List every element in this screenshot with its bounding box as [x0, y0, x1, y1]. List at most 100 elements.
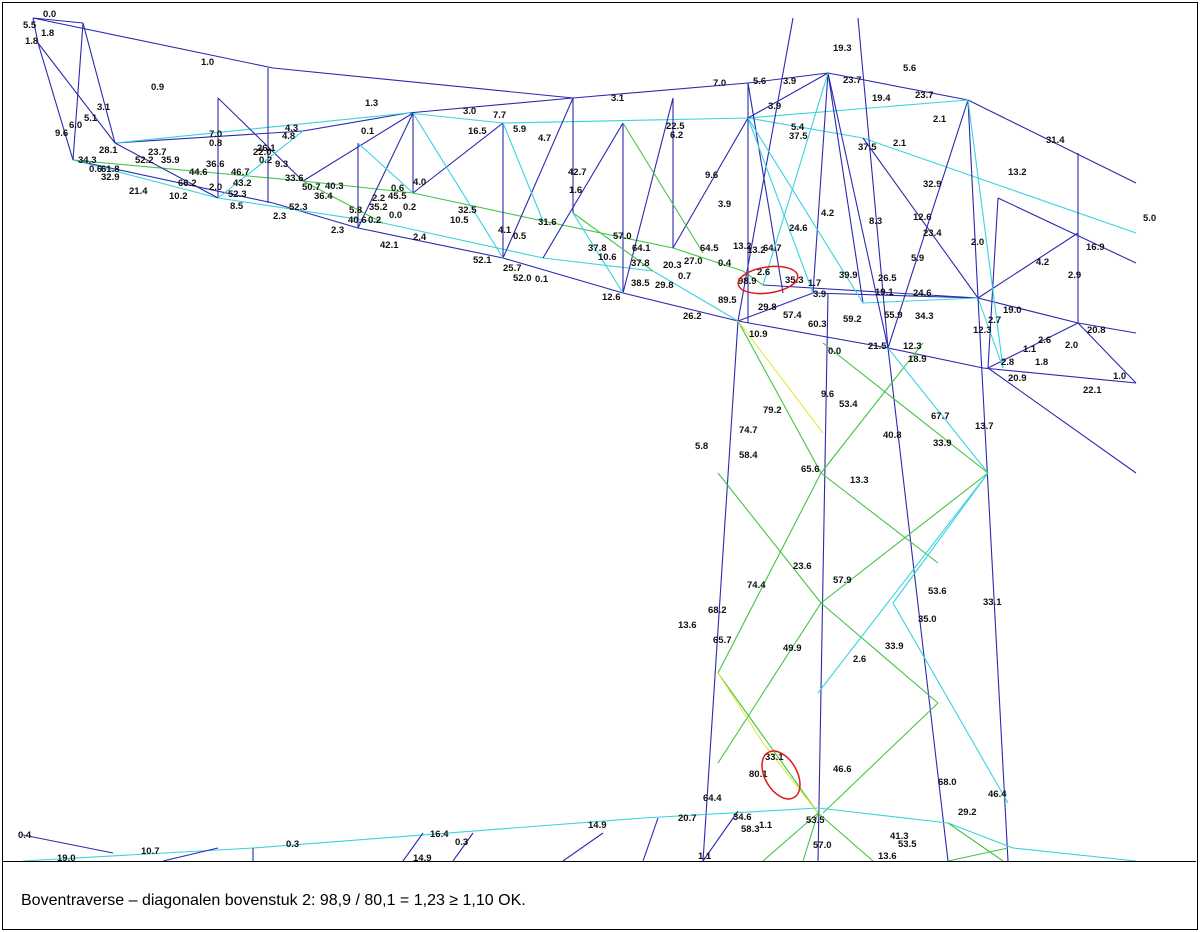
- lattice-member: [114, 112, 409, 144]
- lattice-member: [812, 292, 979, 299]
- member-label: 38.5: [631, 278, 650, 289]
- member-label: 36.6: [206, 159, 225, 170]
- member-label: 33.1: [983, 597, 1002, 608]
- lattice-member: [737, 320, 889, 349]
- member-label: 33.9: [885, 641, 904, 652]
- lattice-member: [862, 137, 979, 299]
- lattice-member: [862, 137, 1137, 234]
- lattice-member: [622, 97, 674, 294]
- member-label: 0.1: [535, 274, 549, 285]
- member-label: 1.0: [1113, 371, 1126, 382]
- member-label: 5.5: [23, 20, 37, 31]
- member-label: 5.1: [84, 113, 98, 124]
- member-label: 64.7: [763, 243, 782, 254]
- member-label: 43.2: [233, 178, 252, 189]
- lattice-member: [977, 232, 1079, 299]
- member-label: 35.9: [161, 155, 180, 166]
- member-label: 64.5: [700, 243, 719, 254]
- lattice-member: [817, 812, 874, 861]
- lattice-member: [302, 180, 384, 224]
- lattice-member: [987, 197, 999, 369]
- member-label: 3.1: [97, 102, 111, 113]
- lattice-member: [114, 142, 219, 199]
- lattice-member: [857, 17, 889, 349]
- member-label: 24.6: [789, 223, 808, 234]
- member-label: 44.6: [189, 167, 208, 178]
- member-label: 9.3: [275, 159, 288, 170]
- member-label: 13.6: [678, 620, 697, 631]
- member-label: 31.4: [1046, 135, 1065, 146]
- member-label: 5.9: [513, 124, 526, 135]
- member-label: 18.9: [908, 354, 927, 365]
- member-label: 1.3: [365, 98, 378, 109]
- member-label: 26.2: [683, 311, 702, 322]
- member-label: 6.2: [670, 130, 683, 141]
- lattice-member: [412, 112, 504, 259]
- member-label: 2.1: [893, 138, 907, 149]
- lattice-member: [717, 602, 822, 764]
- member-label: 7.7: [493, 110, 506, 121]
- member-label: 7.0: [209, 129, 222, 140]
- lattice-member: [702, 320, 739, 861]
- lattice-member: [402, 832, 424, 861]
- member-label: 0.1: [361, 126, 375, 137]
- member-label: 74.4: [747, 580, 766, 591]
- member-label: 57.9: [833, 575, 852, 586]
- member-label: 16.9: [1086, 242, 1105, 253]
- figure-caption: Boventraverse – diagonalen bovenstuk 2: …: [21, 892, 526, 909]
- lattice-member: [947, 822, 1014, 849]
- lattice-member: [502, 122, 544, 222]
- member-label: 40.6: [348, 215, 367, 226]
- member-label: 10.5: [450, 215, 469, 226]
- lattice-members: [22, 17, 1137, 861]
- lattice-member: [162, 847, 219, 861]
- member-label: 28.1: [99, 145, 118, 156]
- lattice-member: [717, 672, 819, 814]
- lattice-member: [737, 320, 824, 434]
- member-label: 37.8: [631, 258, 650, 269]
- member-label: 0.9: [151, 82, 164, 93]
- lattice-member: [217, 97, 304, 182]
- member-label: 46.4: [988, 789, 1007, 800]
- lattice-member: [642, 817, 659, 861]
- member-label: 29.2: [958, 807, 977, 818]
- lattice-member: [32, 17, 84, 24]
- lattice-member: [717, 672, 764, 744]
- member-label: 4.2: [1036, 257, 1049, 268]
- member-label: 40.8: [883, 430, 902, 441]
- lattice-member: [652, 270, 739, 322]
- member-label: 0.7: [678, 271, 691, 282]
- member-label: 2.3: [331, 225, 344, 236]
- lattice-member: [502, 117, 749, 124]
- member-label: 2.8: [1001, 357, 1014, 368]
- member-label: 50.7: [302, 182, 321, 193]
- lattice-member: [72, 159, 274, 204]
- lattice-member: [642, 807, 819, 819]
- lattice-member: [32, 17, 39, 44]
- member-label: 3.9: [768, 101, 781, 112]
- lattice-member: [22, 834, 114, 854]
- member-label: 39.9: [839, 270, 858, 281]
- member-label: 64.4: [703, 793, 722, 804]
- lattice-member: [887, 347, 984, 369]
- lattice-member: [747, 82, 784, 294]
- lattice-member: [887, 99, 969, 349]
- lattice-member: [672, 247, 744, 272]
- lattice-member: [72, 22, 84, 161]
- caption-divider: [3, 861, 1196, 862]
- member-label: 37.5: [789, 131, 808, 142]
- lattice-member: [747, 72, 829, 119]
- lattice-member: [747, 117, 864, 139]
- lattice-member: [827, 72, 969, 101]
- member-label: 5.9: [911, 253, 924, 264]
- member-label: 21.5: [868, 341, 887, 352]
- member-label: 2.0: [209, 182, 222, 193]
- member-label: 5.6: [903, 63, 916, 74]
- lattice-member: [357, 142, 414, 194]
- member-label: 1.0: [201, 57, 214, 68]
- member-label: 8.5: [230, 201, 244, 212]
- member-label: 12.3: [973, 325, 992, 336]
- member-label: 52.3: [289, 202, 308, 213]
- member-label: 58.3: [741, 824, 760, 835]
